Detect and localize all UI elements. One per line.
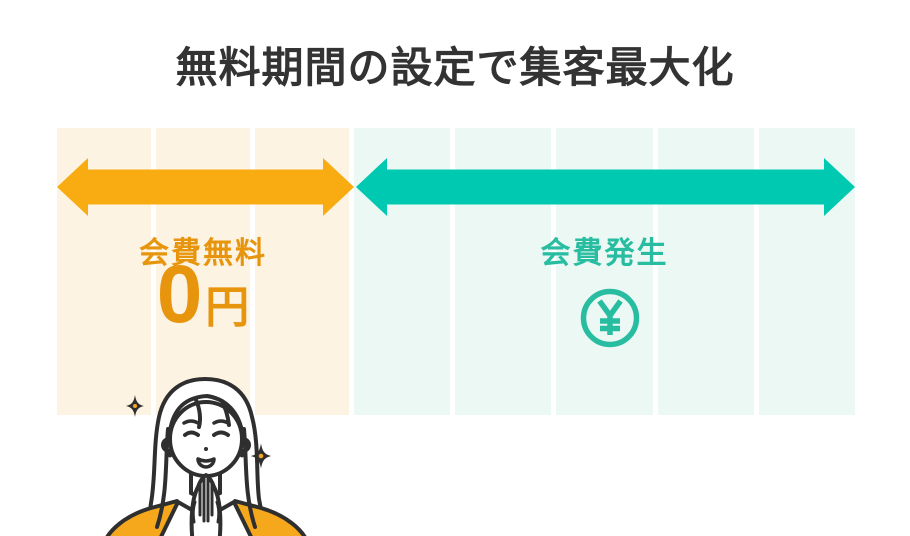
free-price: 0 円 [57,254,349,336]
hair-strand-right [242,427,257,529]
price-amount: 0 [156,249,203,340]
eyebrows [182,419,230,425]
hair-strand-left [155,427,170,529]
woman-praying-illustration [105,377,307,536]
earring-left [167,452,173,458]
paid-period-arrow [356,158,855,216]
nose [204,447,208,451]
closed-eyes [183,430,230,437]
thumbs [191,500,221,524]
sparkle-right [250,443,272,469]
earring-right [239,452,245,458]
fingers [198,475,214,523]
free-period-arrow [57,158,354,216]
page-title: 無料期間の設定で集客最大化 [175,44,735,91]
bangs [168,394,244,433]
price-unit: 円 [205,283,250,332]
yen-circle-icon [580,288,640,348]
sparkle-left [126,395,144,417]
paid-period-label: 会費発生 [540,237,669,270]
free-period-label: 会費無料 [139,237,267,270]
smiling-mouth [196,457,216,469]
